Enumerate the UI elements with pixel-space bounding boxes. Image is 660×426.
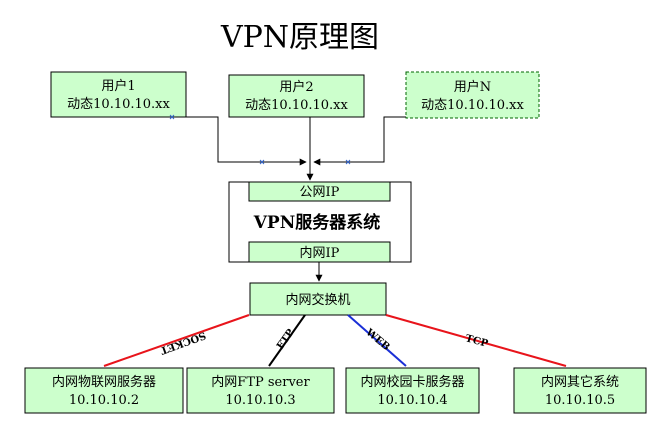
server-node-campus-card: 内网校园卡服务器 10.10.10.4 xyxy=(345,367,480,414)
diagram-title: VPN原理图 xyxy=(220,20,379,55)
link-label-tcp: TCP xyxy=(464,333,489,350)
link-web xyxy=(347,314,407,367)
server-name: 内网其它系统 xyxy=(541,374,619,390)
link-ftp xyxy=(268,314,306,367)
link-tcp xyxy=(385,314,567,367)
user-name: 用户2 xyxy=(279,79,313,95)
intranet-switch: 内网交换机 xyxy=(249,282,387,316)
server-node-iot: 内网物联网服务器 10.10.10.2 xyxy=(24,367,184,414)
server-ip: 10.10.10.5 xyxy=(545,393,615,408)
user-address: 动态10.10.10.xx xyxy=(421,98,524,113)
public-ip-label: 公网IP xyxy=(300,185,340,200)
server-node-other: 内网其它系统 10.10.10.5 xyxy=(513,367,647,414)
link-label-socket: SOCKET xyxy=(158,329,207,356)
link-socket xyxy=(103,314,250,367)
user-node-1: 用户1 动态10.10.10.xx xyxy=(50,71,187,118)
user-node-2: 用户2 动态10.10.10.xx xyxy=(228,74,365,118)
user-connectors xyxy=(169,114,406,181)
user-name: 用户N xyxy=(454,79,491,95)
vpn-server-system: 公网IP VPN服务器系统 内网IP xyxy=(228,181,412,263)
switch-label: 内网交换机 xyxy=(285,292,350,308)
server-name: 内网物联网服务器 xyxy=(52,374,156,390)
user-name: 用户1 xyxy=(101,78,135,94)
internal-ip-label: 内网IP xyxy=(300,245,340,261)
server-node-ftp: 内网FTP server 10.10.10.3 xyxy=(186,367,335,414)
server-ip: 10.10.10.4 xyxy=(377,393,447,408)
server-links: SOCKET FTP WEB TCP xyxy=(103,314,567,367)
server-ip: 10.10.10.3 xyxy=(225,393,295,408)
user-address: 动态10.10.10.xx xyxy=(67,97,170,112)
user-address: 动态10.10.10.xx xyxy=(245,98,348,113)
user-node-n: 用户N 动态10.10.10.xx xyxy=(405,71,540,119)
vpn-system-label: VPN服务器系统 xyxy=(253,212,381,233)
link-label-web: WEB xyxy=(363,326,392,353)
server-name: 内网FTP server xyxy=(211,374,310,390)
server-name: 内网校园卡服务器 xyxy=(360,374,464,390)
server-ip: 10.10.10.2 xyxy=(69,393,139,408)
